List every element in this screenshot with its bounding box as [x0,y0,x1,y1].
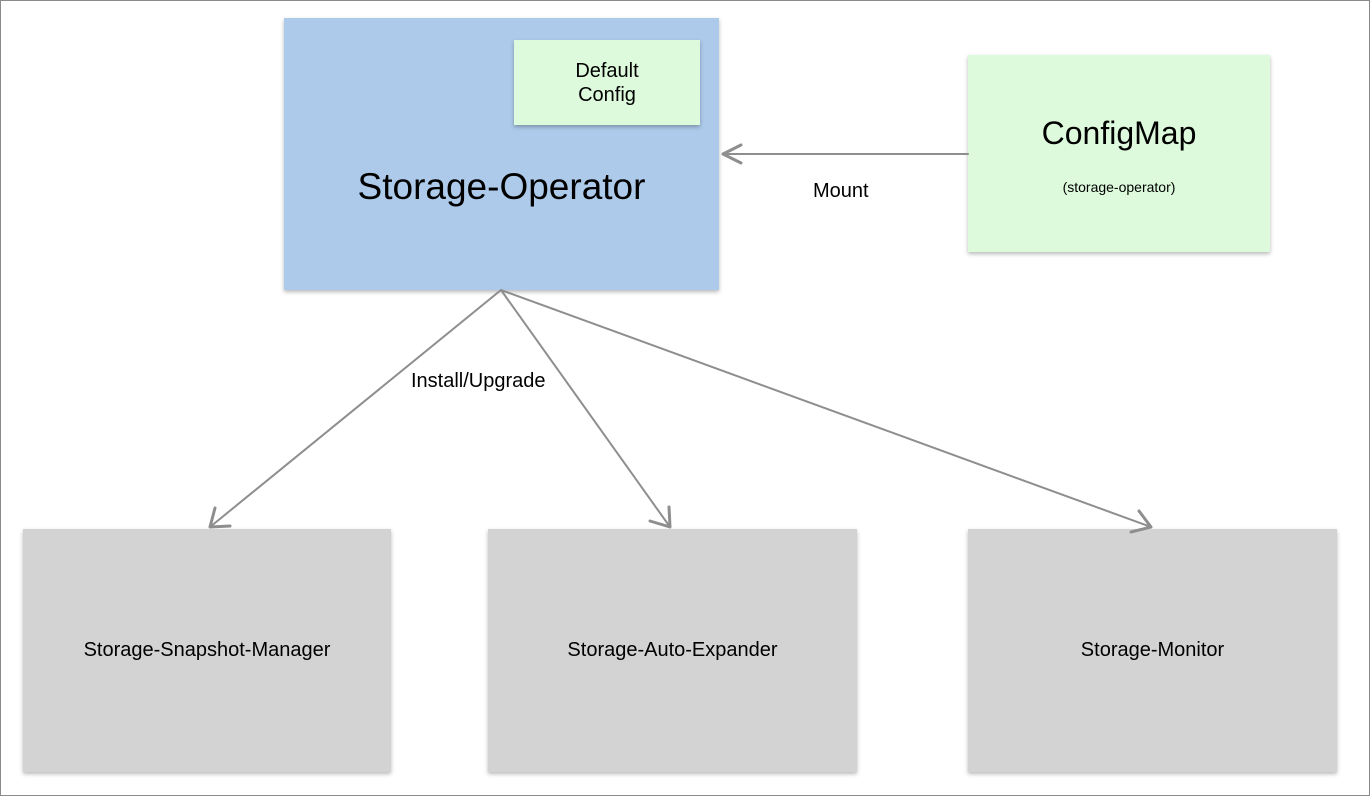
default-config-line-1: Default [575,59,639,82]
install-edge-auto-expander [500,289,671,528]
storage-monitor-node: Storage-Monitor [968,529,1337,772]
default-config-line-2: Config [578,83,636,106]
mount-edge-label: Mount [813,180,869,202]
configmap-sublabel: (storage-operator) [1062,179,1176,195]
install-edge-snapshot-manager [209,289,502,528]
install-upgrade-edge-label: Install/Upgrade [411,370,546,392]
storage-auto-expander-label: Storage-Auto-Expander [567,639,778,661]
storage-snapshot-manager-node: Storage-Snapshot-Manager [23,529,391,772]
install-arrowhead-monitor [1129,509,1153,534]
storage-auto-expander-node: Storage-Auto-Expander [488,529,857,772]
storage-monitor-label: Storage-Monitor [1080,639,1225,661]
default-config-label: Default Config [575,59,638,107]
default-config-node: Default Config [514,40,700,125]
install-arrowhead-auto-expander [648,505,672,529]
install-edge-monitor [500,289,1152,528]
install-arrowhead-snapshot-manager [208,506,232,529]
mount-arrowhead [721,143,743,165]
storage-snapshot-manager-label: Storage-Snapshot-Manager [83,639,331,661]
configmap-label: ConfigMap [1041,115,1197,151]
configmap-node: ConfigMap (storage-operator) [968,55,1270,252]
storage-operator-label: Storage-Operator [357,166,646,207]
